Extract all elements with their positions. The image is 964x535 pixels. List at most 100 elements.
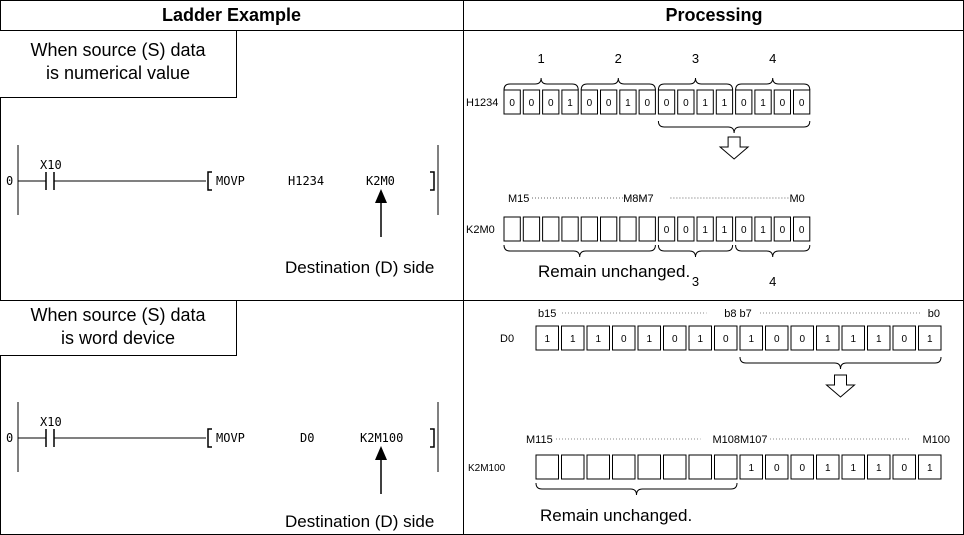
source-bit-bit: 0 [901, 334, 907, 345]
dest-empty-cell [586, 454, 610, 480]
source-bit-bit: 1 [748, 334, 754, 345]
section2-ladder-diagram [17, 402, 439, 494]
source-bit-bit: 1 [927, 334, 933, 345]
group-label: 1 [537, 51, 544, 66]
source-bit-cell [561, 325, 585, 351]
dest-empty-cell [612, 454, 636, 480]
dest-empty-cell [688, 454, 712, 480]
source-bit-bit: 0 [780, 98, 786, 109]
header-ladder-example: Ladder Example [161, 4, 302, 25]
source-bit-cell [535, 325, 559, 351]
source-bit-bit: 1 [702, 98, 708, 109]
dest-bit-low-label: M100 [922, 434, 950, 446]
remain-unchanged-note: Remain unchanged. [540, 506, 692, 525]
dest-empty-cell [638, 216, 656, 242]
dest-empty-cell [503, 216, 521, 242]
dest-bit-bit: 0 [901, 463, 907, 474]
dest-empty-cell [663, 454, 687, 480]
dest-empty-cell [561, 454, 585, 480]
source-bit-bit: 1 [646, 334, 652, 345]
source-bit-cell [503, 89, 521, 115]
source-register-label: H1234 [466, 97, 498, 109]
source-bit-bit: 1 [825, 334, 831, 345]
dest-bit-cell [739, 454, 763, 480]
source-bit-cell [638, 89, 656, 115]
dest-bit-bit: 1 [850, 463, 856, 474]
unchanged-brace [503, 244, 656, 258]
dest-bit-cell [765, 454, 789, 480]
low-byte-brace [739, 356, 942, 370]
dest-bit-bit: 1 [760, 225, 766, 236]
dest-empty-cell [619, 216, 637, 242]
dest-bit-bit: 1 [748, 463, 754, 474]
dest-bit-cell [867, 454, 891, 480]
dest-bit-cell [793, 216, 811, 242]
group-brace [657, 77, 734, 91]
dest-bit-high-label: M115 [526, 434, 553, 446]
dest-bit-bit: 1 [876, 463, 882, 474]
source-bit-cell [542, 89, 560, 115]
dest-bit-cell [773, 216, 792, 242]
dest-bit-cell [816, 454, 840, 480]
source-bit-cell [663, 325, 687, 351]
dest-empty-cell [561, 216, 579, 242]
dest-bit-bit: 1 [825, 463, 831, 474]
source-bit-cell [677, 89, 695, 115]
source-bit-bit: 0 [799, 98, 805, 109]
source-bit-cell [522, 89, 541, 115]
source-bit-cell [867, 325, 891, 351]
source-bit-bit: 1 [570, 334, 576, 345]
source-bit-bit: 0 [774, 334, 780, 345]
dest-bit-cell [892, 454, 916, 480]
dest-bit-cell [715, 216, 734, 242]
section1-label-line1: When source (S) data [30, 40, 206, 60]
dest-empty-cell [637, 454, 661, 480]
section1-ladder-diagram [17, 145, 439, 237]
header-processing: Processing [665, 4, 763, 25]
section1-contact-label: X10 [40, 158, 62, 172]
dest-bit-bit: 0 [741, 225, 747, 236]
source-bit-bit: 1 [697, 334, 703, 345]
group-brace [735, 77, 811, 91]
dest-bit-cell [657, 216, 676, 242]
source-bit-cell [735, 89, 753, 115]
unchanged-brace [535, 482, 738, 496]
transfer-arrow-icon [718, 136, 750, 160]
source-bit-cell [637, 325, 661, 351]
section1-source-operand: H1234 [288, 174, 325, 188]
dest-bit-bit: 0 [799, 463, 805, 474]
dest-bit-cell [754, 216, 772, 242]
dest-bit-bit: 0 [799, 225, 805, 236]
source-bit-bit: 0 [723, 334, 729, 345]
section1-label-box: When source (S) data is numerical value [0, 31, 237, 98]
dest-bit-bit: 1 [702, 225, 708, 236]
source-bit-cell [773, 89, 792, 115]
section2-label-box: When source (S) data is word device [0, 301, 237, 356]
group-brace [503, 77, 579, 91]
dest-bit-cell [735, 216, 753, 242]
source-bit-bit: 1 [544, 334, 550, 345]
dest-empty-cell [580, 216, 598, 242]
section1-step-number: 0 [6, 174, 14, 188]
source-bit-bit: 0 [621, 334, 627, 345]
dest-bit-high-label: M15 [508, 193, 529, 205]
dest-bit-low-label: M0 [790, 193, 805, 205]
source-bit-bit: 0 [683, 98, 689, 109]
source-bit-cell [714, 325, 738, 351]
source-bit-mid-label: b8 b7 [724, 308, 752, 320]
source-bit-cell [816, 325, 840, 351]
source-bit-bit: 0 [799, 334, 805, 345]
dest-bit-bit: 0 [664, 225, 670, 236]
source-bit-bit: 0 [644, 98, 650, 109]
section1-label-line2: is numerical value [45, 63, 191, 83]
dest-bit-bit: 0 [774, 463, 780, 474]
source-bit-bit: 1 [595, 334, 601, 345]
dest-bit-bit: 0 [683, 225, 689, 236]
source-bit-cell [580, 89, 598, 115]
section2-label-line2: is word device [60, 328, 176, 348]
dest-group-brace [735, 244, 811, 258]
source-bit-cell [754, 89, 772, 115]
source-bit-cell [561, 89, 579, 115]
